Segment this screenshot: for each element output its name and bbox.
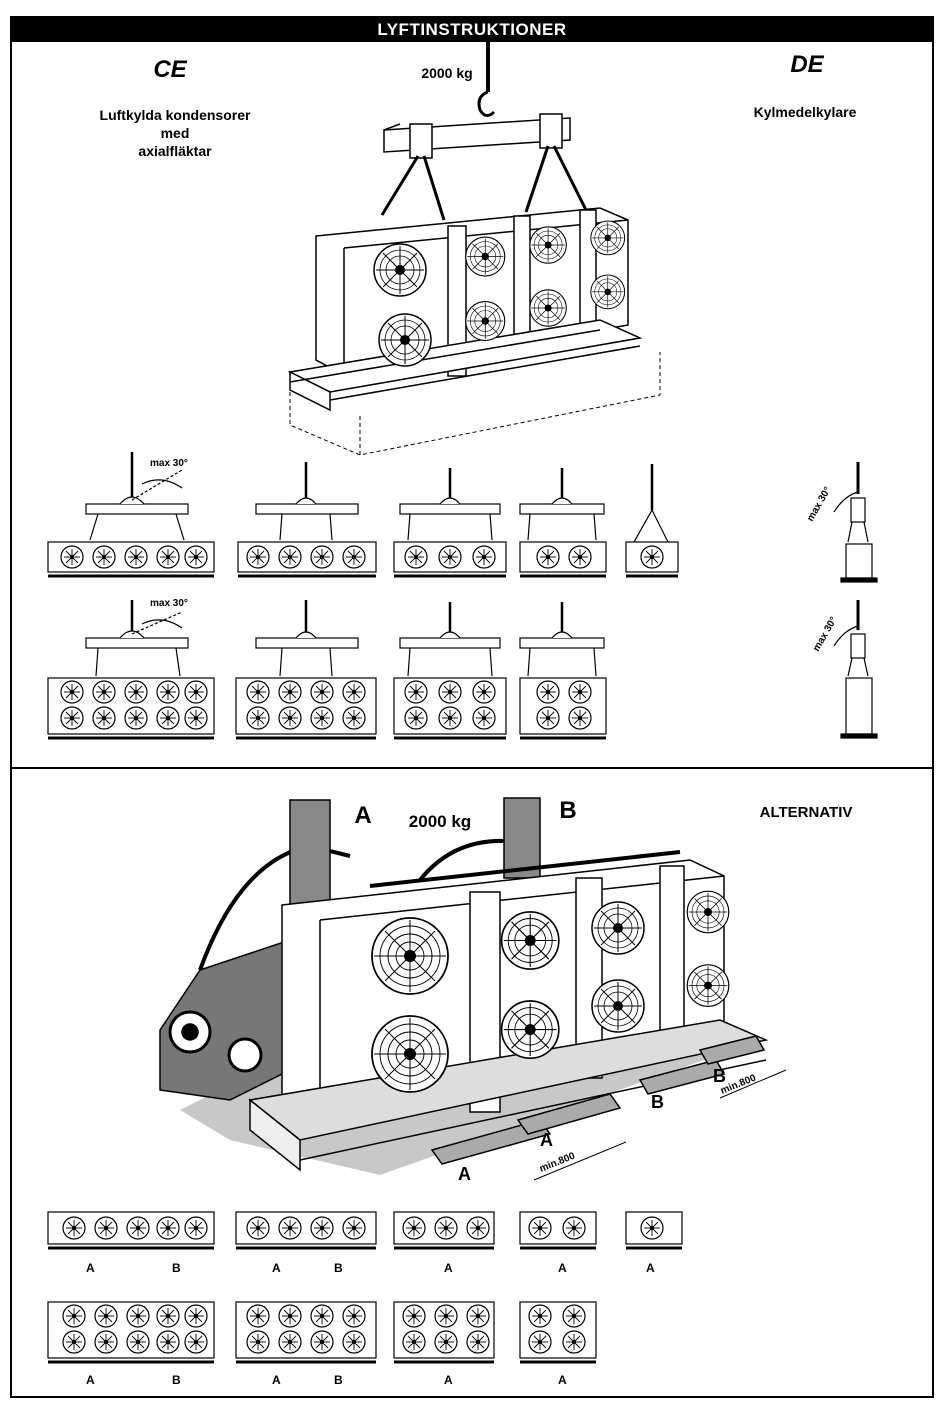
- fork-row-1-a-5: A: [646, 1261, 655, 1275]
- ce-code: CE: [153, 56, 187, 83]
- de-angle-label-2: max 30°: [811, 615, 839, 653]
- de-angle-label-1: max 30°: [805, 485, 833, 523]
- forklift-a-label: A: [354, 802, 372, 829]
- de-description: Kylmedelkylare: [753, 104, 857, 120]
- fork-row-1-b-2: B: [334, 1261, 343, 1275]
- angle-label-row-1: max 30°: [150, 458, 188, 469]
- de-vertical-lift-diagrams: [833, 462, 878, 739]
- fork-position-b-1: B: [651, 1092, 664, 1112]
- fork-row-2-b-1: B: [172, 1373, 181, 1387]
- section-divider: [10, 767, 934, 769]
- forklift-b-label: B: [559, 797, 577, 824]
- fork-position-a-2: A: [540, 1130, 553, 1150]
- fork-row-2-a-3: A: [444, 1373, 453, 1387]
- fork-row-2-b-2: B: [334, 1373, 343, 1387]
- fork-position-b-2: B: [713, 1066, 726, 1086]
- ce-description: Luftkylda kondensorer med axialfläktar: [99, 107, 251, 159]
- fork-row-1-a-3: A: [444, 1261, 453, 1275]
- fork-row-2-a-2: A: [272, 1373, 281, 1387]
- fork-row-1-a-4: A: [558, 1261, 567, 1275]
- fork-row-1-a-2: A: [272, 1261, 281, 1275]
- fork-row-2-a-1: A: [86, 1373, 95, 1387]
- fork-row-1-a-1: A: [86, 1261, 95, 1275]
- fork-row-2-a-4: A: [558, 1373, 567, 1387]
- de-code: DE: [790, 51, 824, 78]
- fork-row-1-b-1: B: [172, 1261, 181, 1275]
- alternative-label: ALTERNATIV: [759, 804, 853, 821]
- min-distance-label-a: min.800: [538, 1150, 577, 1174]
- angle-label-row-2: max 30°: [150, 598, 188, 609]
- forklift-weight-label: 2000 kg: [408, 812, 472, 831]
- fork-position-a-1: A: [458, 1164, 471, 1184]
- crane-weight-label: 2000 kg: [421, 65, 473, 81]
- page-title: LYFTINSTRUKTIONER: [12, 17, 932, 42]
